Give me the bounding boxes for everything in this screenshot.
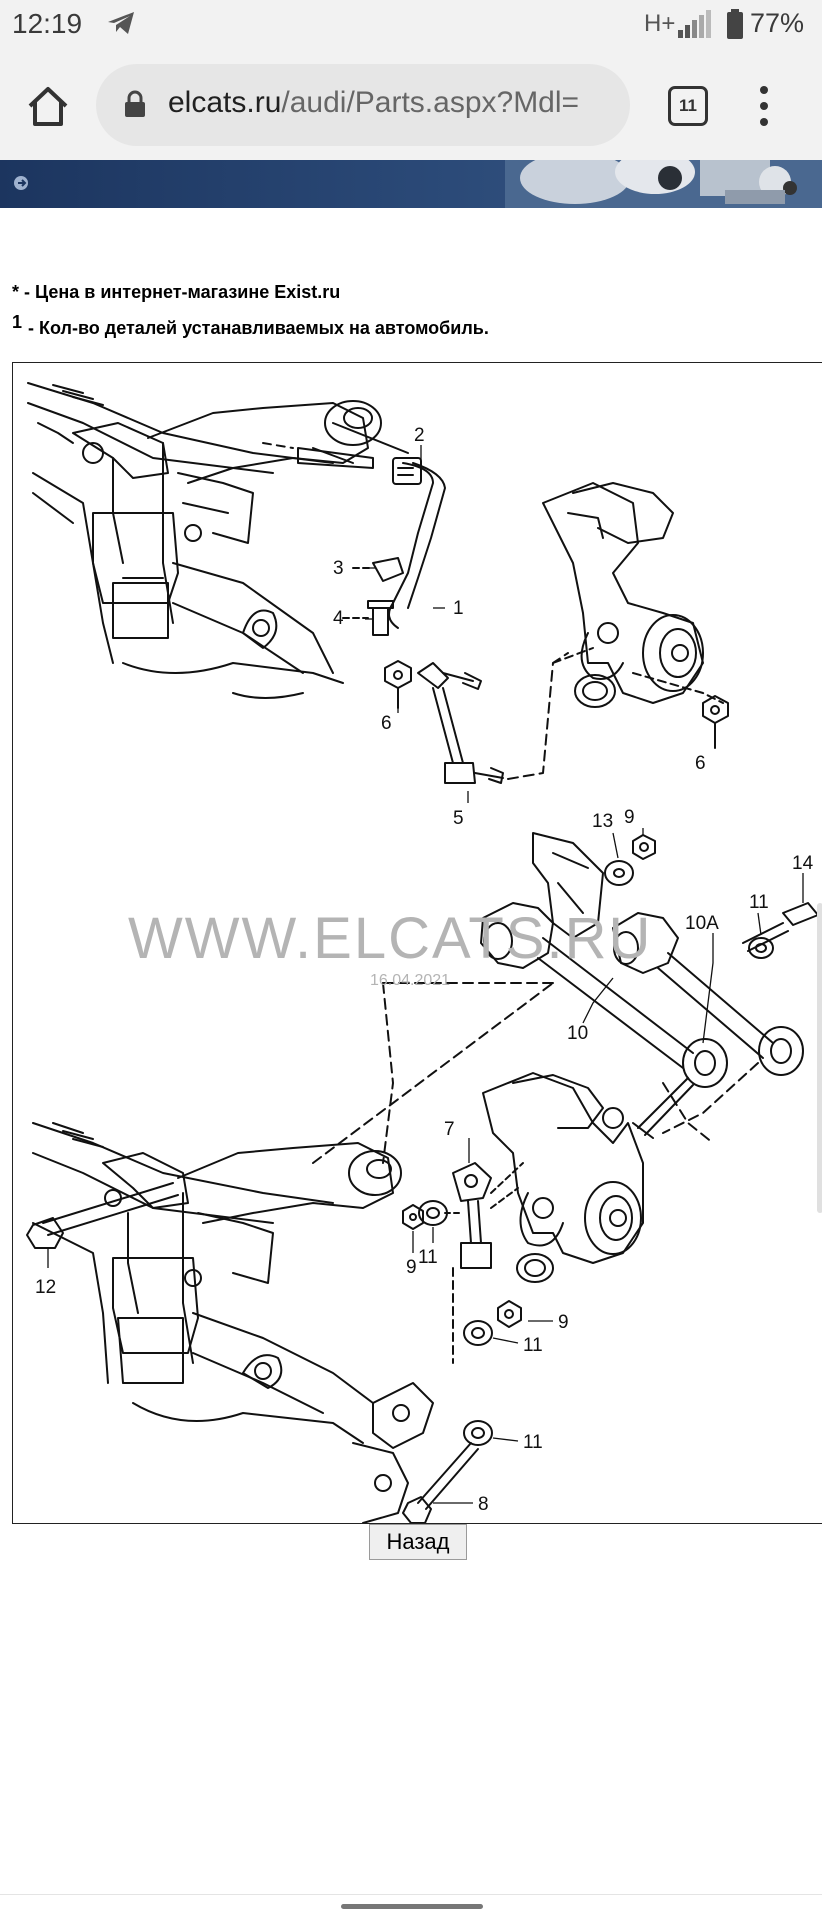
watermark-text: WWW.ELCATS.RU <box>128 906 652 971</box>
callout-14[interactable]: 14 <box>792 853 814 874</box>
callout-9-right[interactable]: 9 <box>558 1312 569 1333</box>
address-bar[interactable]: elcats.ru/audi/Parts.aspx?Mdl= <box>96 64 630 146</box>
date-stamp: 16.04.2021 <box>370 972 450 989</box>
callout-4[interactable]: 4 <box>333 608 344 629</box>
quantity-note: 1- Кол-во деталей устанавливаемых на авт… <box>12 312 489 339</box>
site-bullet-icon <box>12 174 30 197</box>
callout-12[interactable]: 12 <box>35 1277 56 1298</box>
rear-suspension-exploded-view: WWW.ELCATS.RU 16.04.2021 2 1 3 4 6 5 6 9… <box>26 382 819 1523</box>
browser-toolbar: elcats.ru/audi/Parts.aspx?Mdl= 11 <box>0 50 822 160</box>
callout-11-bottom[interactable]: 11 <box>523 1432 543 1453</box>
page-scrollbar[interactable] <box>817 903 822 1213</box>
url-path: /audi/Parts.aspx?Mdl= <box>281 86 580 119</box>
telegram-icon <box>106 10 136 41</box>
callout-7[interactable]: 7 <box>444 1119 455 1140</box>
callout-13[interactable]: 13 <box>592 811 613 832</box>
status-bar: 12:19 H+ 77% <box>0 0 822 50</box>
signal-icon <box>678 10 712 43</box>
callout-9-left[interactable]: 9 <box>406 1257 417 1278</box>
price-note: * - Цена в интернет-магазине Exist.ru <box>12 282 341 302</box>
callout-10[interactable]: 10 <box>567 1023 588 1044</box>
parts-diagram: WWW.ELCATS.RU 16.04.2021 2 1 3 4 6 5 6 9… <box>12 362 822 1524</box>
callout-10a[interactable]: 10A <box>685 913 719 934</box>
callout-3[interactable]: 3 <box>333 558 344 579</box>
status-time: 12:19 <box>12 8 83 39</box>
tab-switcher-button[interactable]: 11 <box>668 86 708 126</box>
site-header-banner <box>0 160 822 208</box>
battery-icon <box>726 9 744 44</box>
network-type: H+ <box>644 10 676 37</box>
callout-11-left[interactable]: 11 <box>418 1247 438 1268</box>
callout-6-right[interactable]: 6 <box>695 753 706 774</box>
callout-6-left[interactable]: 6 <box>381 713 392 734</box>
back-button[interactable]: Назад <box>369 1524 467 1560</box>
quantity-marker: 1 <box>12 312 23 332</box>
callout-1[interactable]: 1 <box>453 598 464 619</box>
quantity-note-text: - Кол-во деталей устанавливаемых на авто… <box>28 318 489 338</box>
url-text: elcats.ru/audi/Parts.aspx?Mdl= <box>168 86 579 120</box>
home-icon[interactable] <box>24 82 72 130</box>
overflow-menu-icon[interactable] <box>756 84 772 128</box>
lock-icon <box>124 90 146 123</box>
callout-5[interactable]: 5 <box>453 808 464 829</box>
battery-level: 77% <box>750 8 805 38</box>
gesture-home-bar[interactable] <box>341 1904 483 1909</box>
callout-11-mid[interactable]: 11 <box>523 1335 543 1356</box>
callout-2[interactable]: 2 <box>414 425 425 446</box>
header-parts-photo <box>505 160 822 208</box>
url-host: elcats.ru <box>168 86 282 119</box>
callout-8[interactable]: 8 <box>478 1494 489 1515</box>
nav-divider <box>0 1894 822 1895</box>
callout-11-right[interactable]: 11 <box>749 892 769 913</box>
callout-9-top[interactable]: 9 <box>624 807 635 828</box>
